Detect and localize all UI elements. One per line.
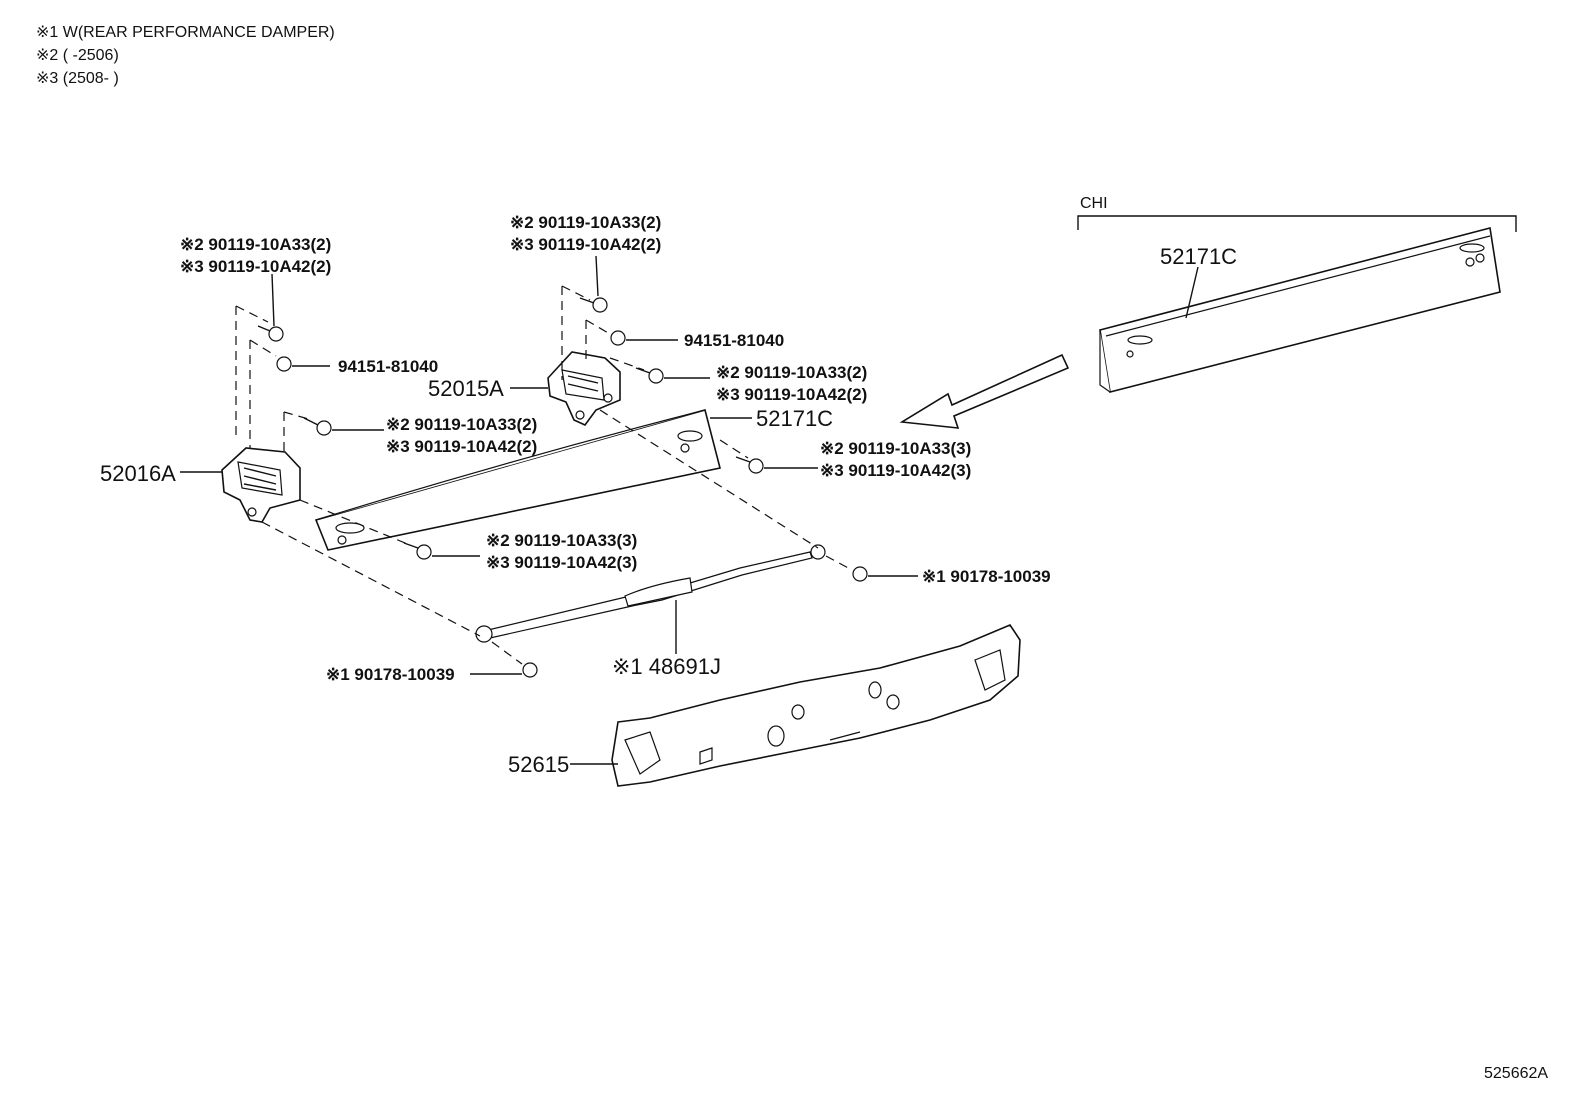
- callout-bolt-b-2: ※3 90119-10A42(2): [386, 437, 537, 456]
- callout-nut-90178-b: ※1 90178-10039: [326, 665, 455, 684]
- note-2: ※2 ( -2506): [36, 47, 119, 64]
- bolt-icon: [416, 544, 432, 560]
- damper-drawing: [475, 544, 826, 643]
- callout-bolt-f-1: ※2 90119-10A33(3): [820, 439, 971, 458]
- callout-bolt-e-2: ※3 90119-10A42(3): [486, 553, 637, 572]
- nut-icon: [852, 566, 868, 582]
- bolt-icon: [648, 368, 664, 384]
- leader-lines: [180, 255, 918, 765]
- reinforcement-chi-drawing: [1099, 227, 1501, 393]
- callout-bolt-e-1: ※2 90119-10A33(3): [486, 531, 637, 550]
- bolt-icon: [592, 297, 608, 313]
- note-1: ※1 W(REAR PERFORMANCE DAMPER): [36, 24, 335, 41]
- note-3: ※3 (2508- ): [36, 70, 119, 87]
- callout-bolt-d-2: ※3 90119-10A42(2): [716, 385, 867, 404]
- notes-block: ※1 W(REAR PERFORMANCE DAMPER) ※2 ( -2506…: [36, 24, 335, 87]
- callout-bolt-f-2: ※3 90119-10A42(3): [820, 461, 971, 480]
- right-bracket-drawing: [547, 351, 621, 426]
- chi-variant-group: CHI 52171C: [1077, 195, 1517, 393]
- left-bracket-drawing: [221, 447, 301, 523]
- callout-bolt-b-1: ※2 90119-10A33(2): [386, 415, 537, 434]
- nut-icon: [610, 330, 626, 346]
- chi-bracket: [1077, 215, 1517, 232]
- callout-52171c: 52171C: [756, 406, 833, 431]
- fasteners: [257, 297, 868, 678]
- reinforcement-drawing: [314, 409, 721, 551]
- callout-52615: 52615: [508, 752, 569, 777]
- direction-arrow-icon: [899, 353, 1070, 429]
- callout-52015a: 52015A: [428, 376, 504, 401]
- callout-52171c-chi: 52171C: [1160, 244, 1237, 269]
- nut-icon: [276, 356, 292, 372]
- bolt-icon: [748, 458, 764, 474]
- chi-label: CHI: [1080, 195, 1108, 212]
- absorber-drawing: [611, 624, 1021, 787]
- nut-icon: [522, 662, 538, 678]
- assembly-lines: [235, 285, 853, 665]
- callout-48691j: ※1 48691J: [612, 654, 721, 679]
- diagram-code: 525662A: [1484, 1065, 1548, 1082]
- callout-nut-94151-a: 94151-81040: [338, 357, 438, 376]
- callout-nut-94151-b: 94151-81040: [684, 331, 784, 350]
- callout-bolt-a-2: ※3 90119-10A42(2): [180, 257, 331, 276]
- callout-nut-90178-a: ※1 90178-10039: [922, 567, 1051, 586]
- callout-bolt-c-2: ※3 90119-10A42(2): [510, 235, 661, 254]
- bolt-icon: [268, 326, 284, 342]
- callout-bolt-a-1: ※2 90119-10A33(2): [180, 235, 331, 254]
- callout-labels: ※2 90119-10A33(2) ※3 90119-10A42(2) 9415…: [100, 213, 1051, 777]
- callout-52016a: 52016A: [100, 461, 176, 486]
- callout-bolt-c-1: ※2 90119-10A33(2): [510, 213, 661, 232]
- bolt-icon: [316, 420, 332, 436]
- callout-bolt-d-1: ※2 90119-10A33(2): [716, 363, 867, 382]
